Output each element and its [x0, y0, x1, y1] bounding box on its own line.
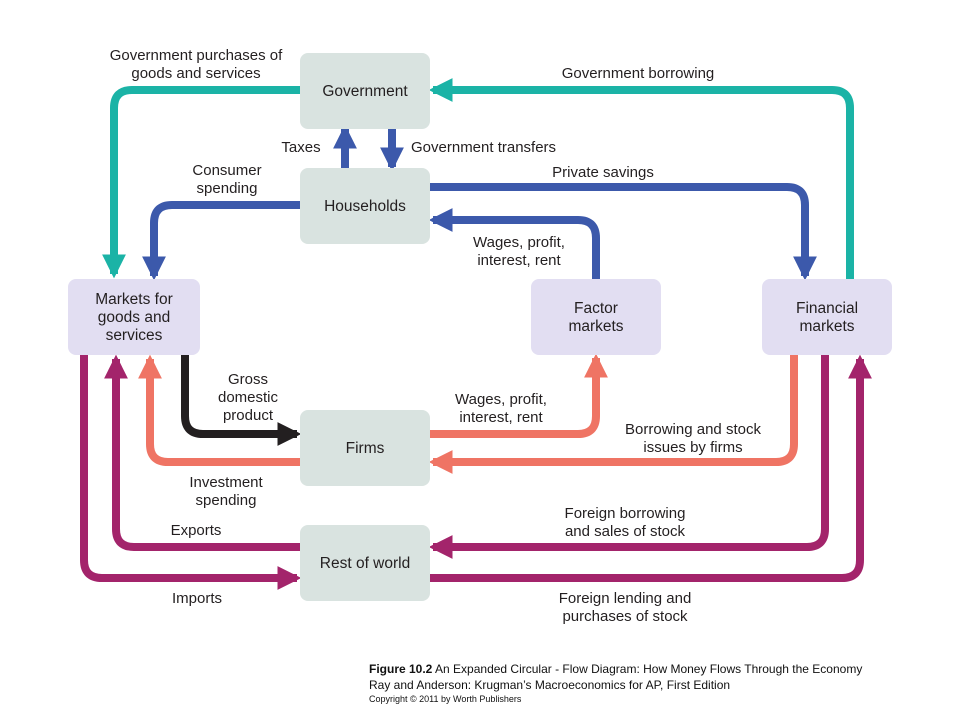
label-line: Wages, profit, — [473, 234, 565, 251]
label-line: services — [106, 327, 163, 344]
arrow-wages-from-firms — [430, 353, 608, 438]
label-line: Exports — [171, 522, 222, 539]
node-rest-of-world-label: Rest of world — [320, 555, 410, 572]
arrow-gov-borrowing — [428, 78, 854, 279]
figure-title: An Expanded Circular - Flow Diagram: How… — [432, 662, 863, 676]
label-government-borrowing: Government borrowing — [562, 65, 715, 82]
node-rest-of-world: Rest of world — [300, 525, 430, 601]
label-line: and sales of stock — [565, 523, 686, 540]
label-line: Gross — [228, 371, 268, 388]
figure-number: Figure 10.2 — [369, 662, 433, 676]
label-line: spending — [197, 180, 258, 197]
label-line: Investment — [189, 474, 263, 491]
label-line: interest, rent — [459, 409, 543, 426]
node-government-label: Government — [322, 83, 408, 100]
label-government-transfers: Government transfers — [411, 139, 556, 156]
label-line: Factor — [574, 300, 618, 317]
arrow-consumer-spending — [142, 201, 300, 281]
label-line: Firms — [346, 440, 385, 457]
node-firms: Firms — [300, 410, 430, 486]
label-line: Financial — [796, 300, 858, 317]
label-wages-to-households: Wages, profit,interest, rent — [473, 234, 565, 269]
label-imports: Imports — [172, 590, 222, 607]
figure-caption: Figure 10.2 An Expanded Circular - Flow … — [369, 661, 954, 705]
caption-source: Ray and Anderson: Krugman’s Macroeconomi… — [369, 678, 731, 692]
node-households-label: Households — [324, 198, 406, 215]
label-wages-from-firms: Wages, profit,interest, rent — [455, 391, 547, 426]
arrow-exports — [104, 354, 300, 551]
label-line: markets — [568, 318, 623, 335]
label-line: Government — [322, 83, 408, 100]
label-taxes: Taxes — [281, 139, 320, 156]
label-line: Wages, profit, — [455, 391, 547, 408]
arrow-wages-to-households — [428, 208, 600, 279]
label-line: Taxes — [281, 139, 320, 156]
arrow-imports — [80, 355, 302, 590]
arrow-investment-spending — [138, 354, 300, 466]
label-line: Foreign lending and — [559, 590, 692, 607]
arrow-borrowing-stock — [428, 355, 798, 474]
label-line: goods and services — [131, 65, 260, 82]
caption-title-line: Figure 10.2 An Expanded Circular - Flow … — [369, 661, 954, 677]
label-line: domestic — [218, 389, 279, 406]
label-line: interest, rent — [477, 252, 561, 269]
label-line: Rest of world — [320, 555, 410, 572]
arrow-private-savings — [430, 183, 817, 281]
node-households: Households — [300, 168, 430, 244]
arrow-gdp — [181, 355, 302, 446]
arrow-foreign-borrowing — [428, 355, 829, 559]
arrow-gov-purchases — [102, 86, 300, 279]
label-line: Households — [324, 198, 406, 215]
label-line: spending — [196, 492, 257, 509]
label-line: Government purchases of — [110, 47, 283, 64]
label-line: goods and — [98, 309, 170, 326]
label-line: Consumer — [192, 162, 261, 179]
label-exports: Exports — [171, 522, 222, 539]
caption-copyright: Copyright © 2011 by Worth Publishers — [369, 694, 522, 704]
label-line: Private savings — [552, 164, 654, 181]
label-line: issues by firms — [643, 439, 742, 456]
label-line: Imports — [172, 590, 222, 607]
label-line: Foreign borrowing — [565, 505, 686, 522]
label-line: markets — [799, 318, 854, 335]
label-line: Borrowing and stock — [625, 421, 761, 438]
label-line: Markets for — [95, 291, 173, 308]
node-government: Government — [300, 53, 430, 129]
node-firms-label: Firms — [346, 440, 385, 457]
label-private-savings: Private savings — [552, 164, 654, 181]
label-line: product — [223, 407, 274, 424]
label-line: purchases of stock — [562, 608, 688, 625]
label-line: Government borrowing — [562, 65, 715, 82]
arrow-foreign-lending — [430, 354, 872, 582]
label-line: Government transfers — [411, 139, 556, 156]
